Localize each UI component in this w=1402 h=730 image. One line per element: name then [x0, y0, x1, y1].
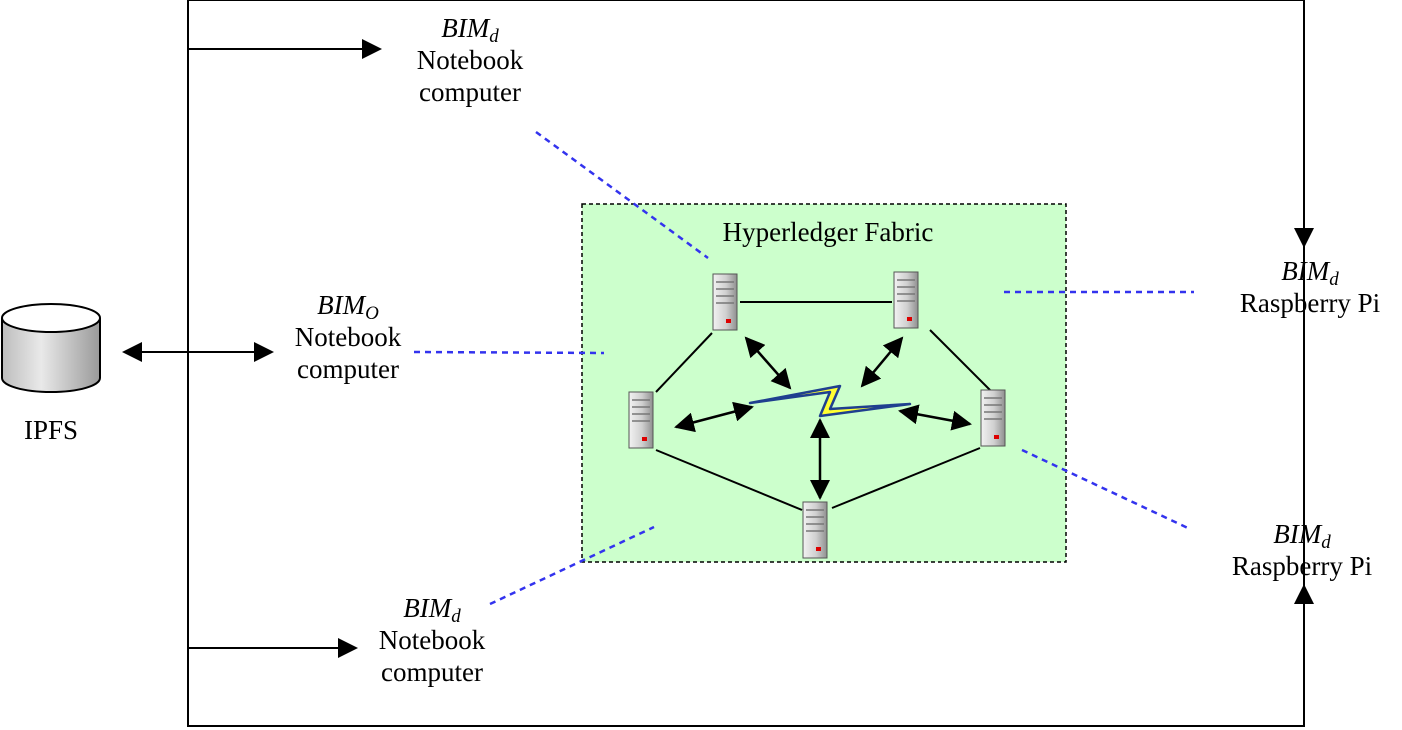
device-name-line2: computer	[297, 354, 399, 384]
server-icon	[893, 271, 919, 329]
fabric-title: Hyperledger Fabric	[723, 217, 934, 247]
peer-link	[929, 329, 991, 391]
bim-label: BIM	[317, 290, 366, 320]
server-icon	[628, 391, 654, 449]
device-name-line1: Notebook	[378, 625, 486, 655]
ipfs-label: IPFS	[23, 415, 79, 445]
device-name-line2: computer	[381, 657, 483, 687]
peer-bolt-double-arrow	[860, 336, 904, 388]
dashed-link-rpi-bottom	[1021, 448, 1191, 531]
bim-label: BIM	[1273, 519, 1322, 549]
device-name-line1: Raspberry Pi	[1231, 551, 1373, 581]
bim-label: BIM	[1281, 256, 1330, 286]
peer-bolt-double-arrow	[898, 404, 972, 431]
server-icon	[980, 389, 1006, 447]
device-name-line1: Raspberry Pi	[1239, 288, 1381, 318]
node-notebook-owner: BIMO Notebook computer	[258, 289, 438, 385]
peer-bolt-double-arrow	[674, 401, 754, 433]
device-name-line1: Notebook	[294, 322, 402, 352]
node-rpi-bottom: BIMd Raspberry Pi	[1214, 518, 1390, 582]
node-notebook-top: BIMd Notebook computer	[380, 12, 560, 108]
dashed-link-notebook-bottom	[489, 525, 655, 606]
lightning-bolt-icon	[748, 384, 912, 418]
peer-link	[831, 447, 981, 509]
peer-bolt-double-arrow	[744, 336, 792, 390]
peer-link	[655, 332, 713, 393]
database-cylinder-icon	[0, 303, 101, 393]
device-name-line1: Notebook	[416, 45, 524, 75]
server-icon	[802, 501, 828, 559]
peer-link	[655, 449, 803, 511]
bim-label: BIM	[441, 13, 490, 43]
device-name-line2: computer	[419, 77, 521, 107]
node-rpi-top: BIMd Raspberry Pi	[1222, 255, 1398, 319]
dashed-link-notebook-top	[535, 130, 709, 260]
dashed-link-notebook-owner	[413, 350, 605, 355]
server-icon	[712, 273, 738, 331]
node-notebook-bottom: BIMd Notebook computer	[342, 592, 522, 688]
bim-label: BIM	[403, 593, 452, 623]
